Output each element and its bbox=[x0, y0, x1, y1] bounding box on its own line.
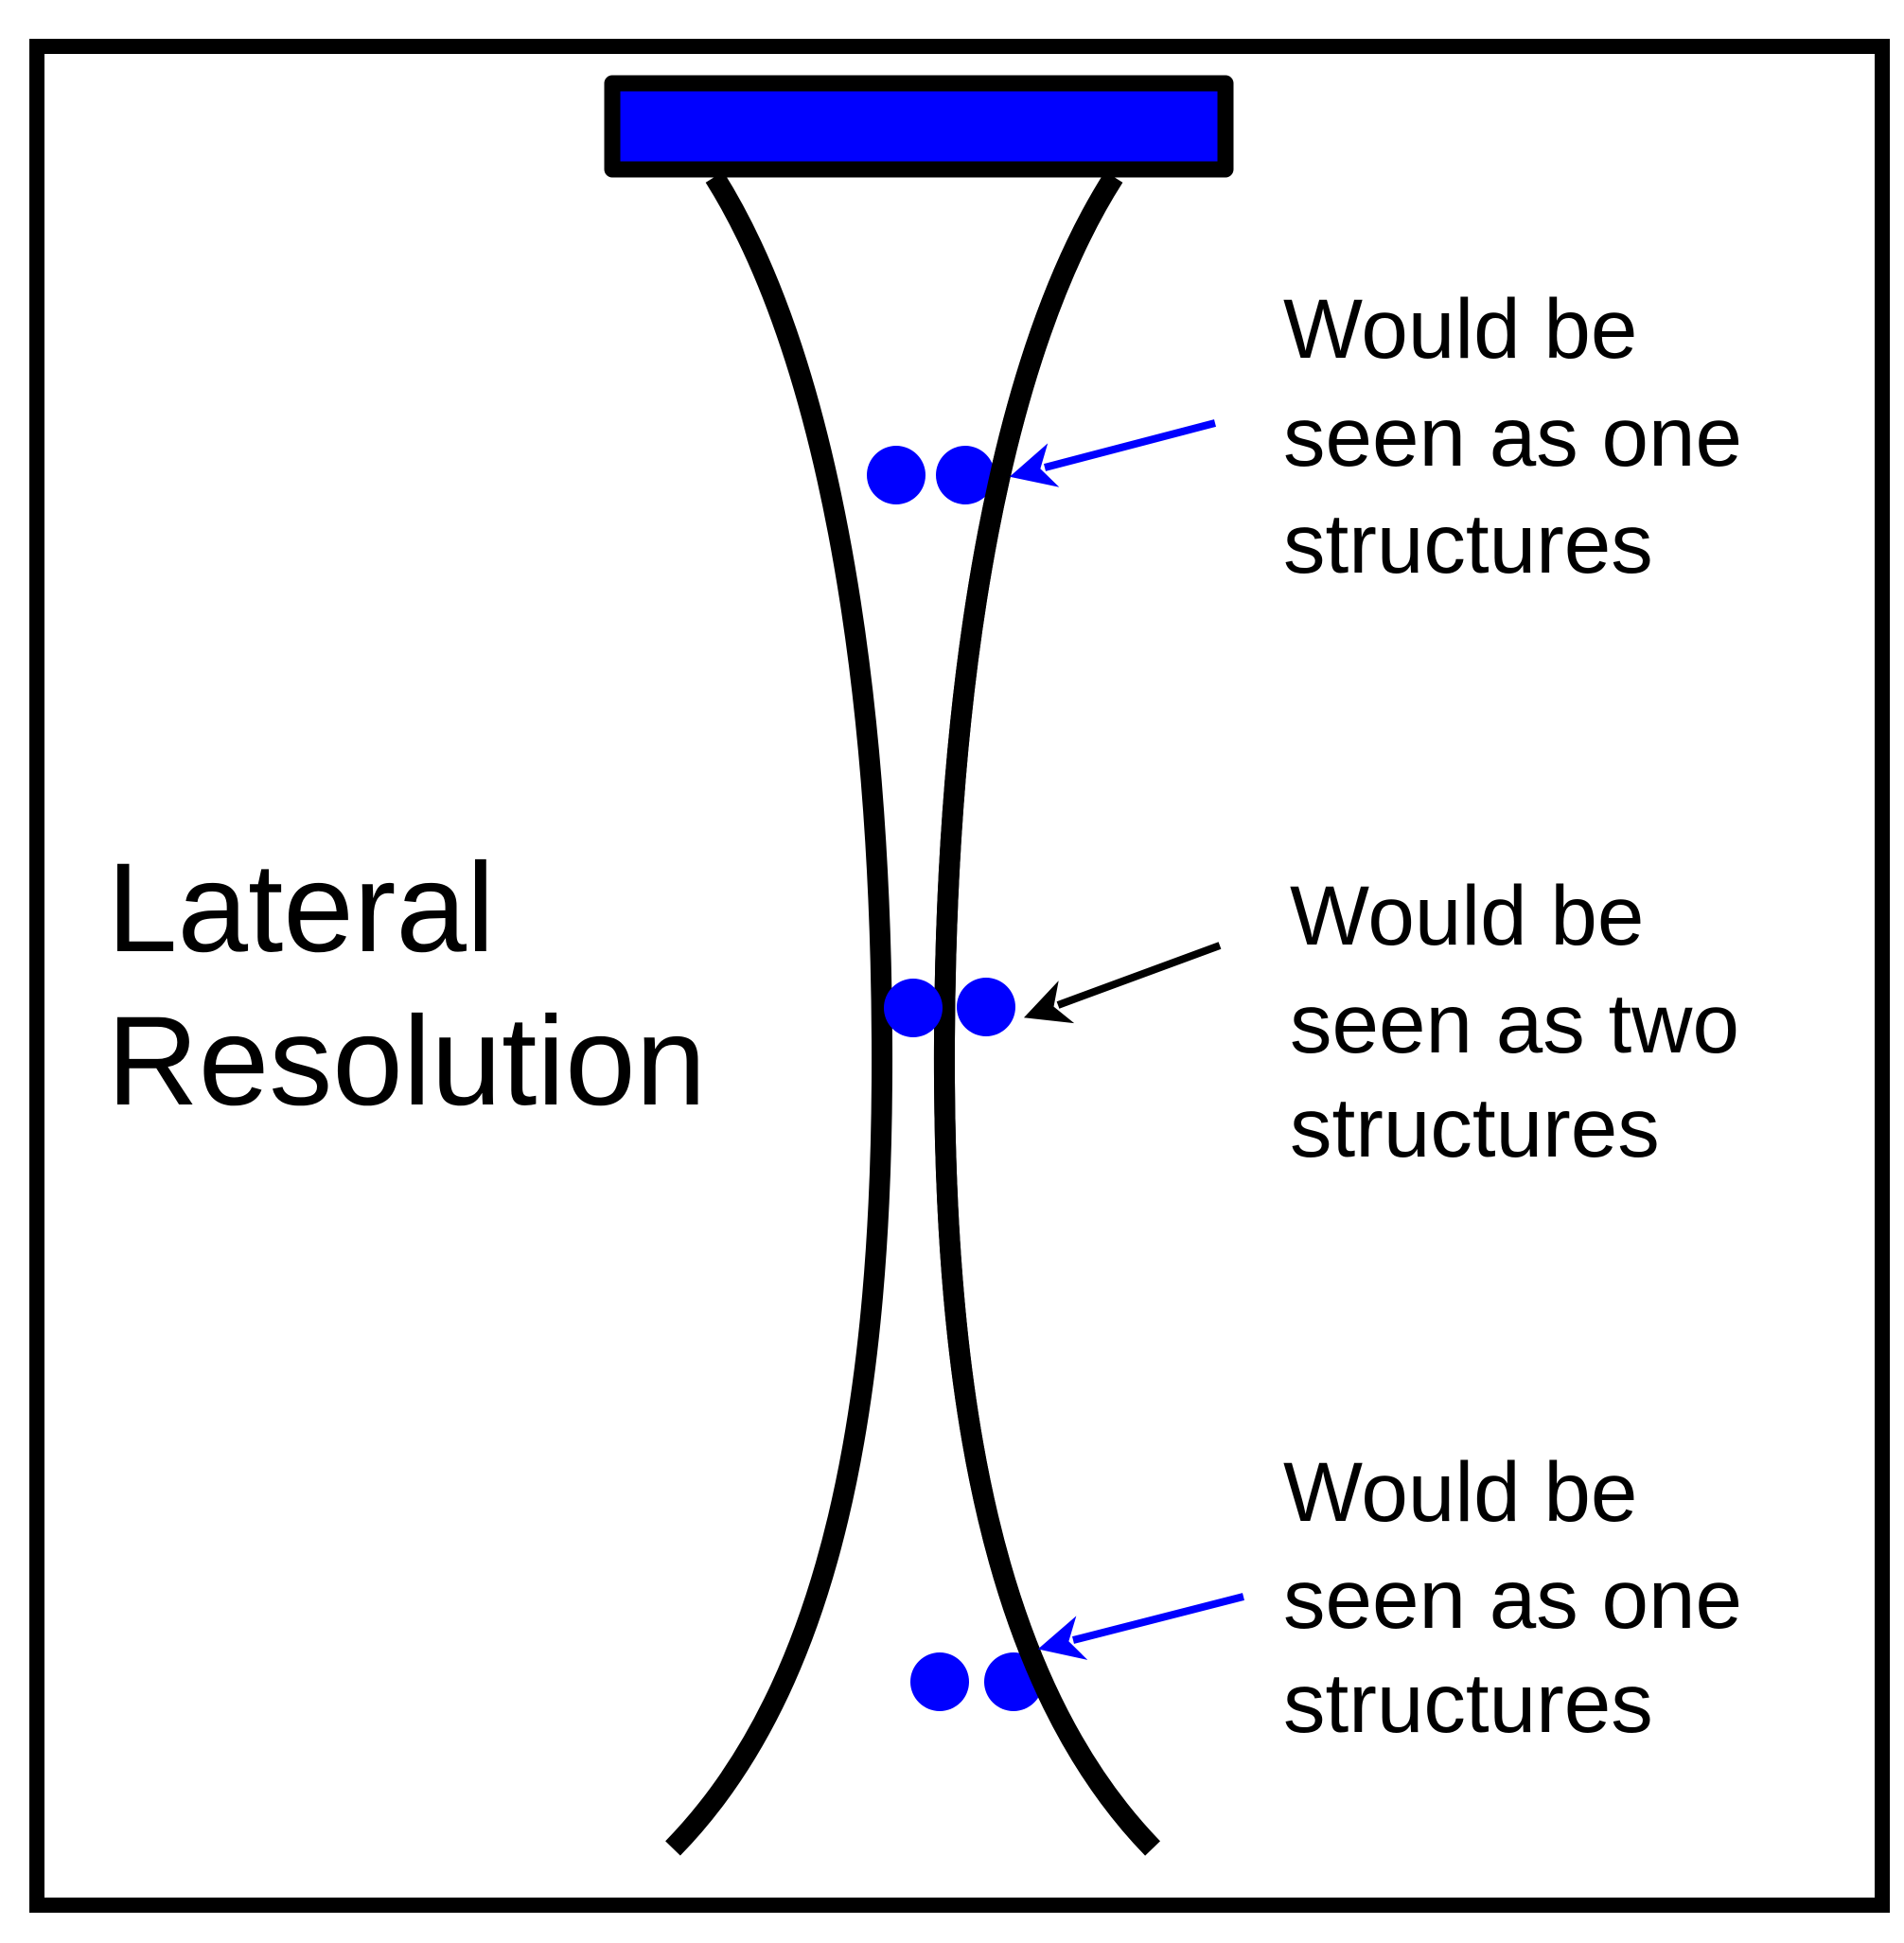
beam-edge-left bbox=[665, 171, 893, 1856]
reflector-dot bbox=[957, 978, 1015, 1036]
reflector-dot bbox=[936, 446, 995, 504]
reflector-pair-focal-zone bbox=[884, 978, 1015, 1037]
arrow-far-field bbox=[1037, 1593, 1244, 1660]
diagram-title-line-1: Lateral bbox=[107, 838, 495, 979]
transducer-bar bbox=[604, 75, 1234, 178]
reflector-dot bbox=[884, 979, 943, 1037]
annotation-near-field: Would be seen as one structures bbox=[1283, 281, 1742, 591]
arrow-focal-zone bbox=[1023, 942, 1222, 1024]
reflector-pair-near-field bbox=[867, 446, 995, 504]
annotation-line: seen as two bbox=[1290, 976, 1739, 1070]
reflector-dot bbox=[910, 1652, 969, 1711]
annotation-line: structures bbox=[1283, 1655, 1653, 1750]
outer-frame bbox=[29, 39, 1890, 1913]
beam-edge-right-overlay bbox=[934, 171, 1123, 1042]
annotation-line: structures bbox=[1283, 496, 1653, 591]
arrow-near-field bbox=[1009, 419, 1217, 487]
annotation-line: seen as one bbox=[1283, 389, 1742, 484]
annotation-line: structures bbox=[1290, 1080, 1660, 1175]
annotation-line: Would be bbox=[1283, 1444, 1637, 1539]
annotation-line: seen as one bbox=[1283, 1551, 1742, 1646]
beam-edge-right-overlay bbox=[933, 1040, 1160, 1856]
annotation-focal-zone: Would be seen as two structures bbox=[1290, 868, 1739, 1175]
annotation-far-field: Would be seen as one structures bbox=[1283, 1444, 1742, 1750]
reflector-dot bbox=[867, 446, 926, 504]
diagram-title-line-2: Resolution bbox=[107, 991, 706, 1132]
annotation-line: Would be bbox=[1283, 281, 1637, 376]
annotation-line: Would be bbox=[1290, 868, 1644, 963]
